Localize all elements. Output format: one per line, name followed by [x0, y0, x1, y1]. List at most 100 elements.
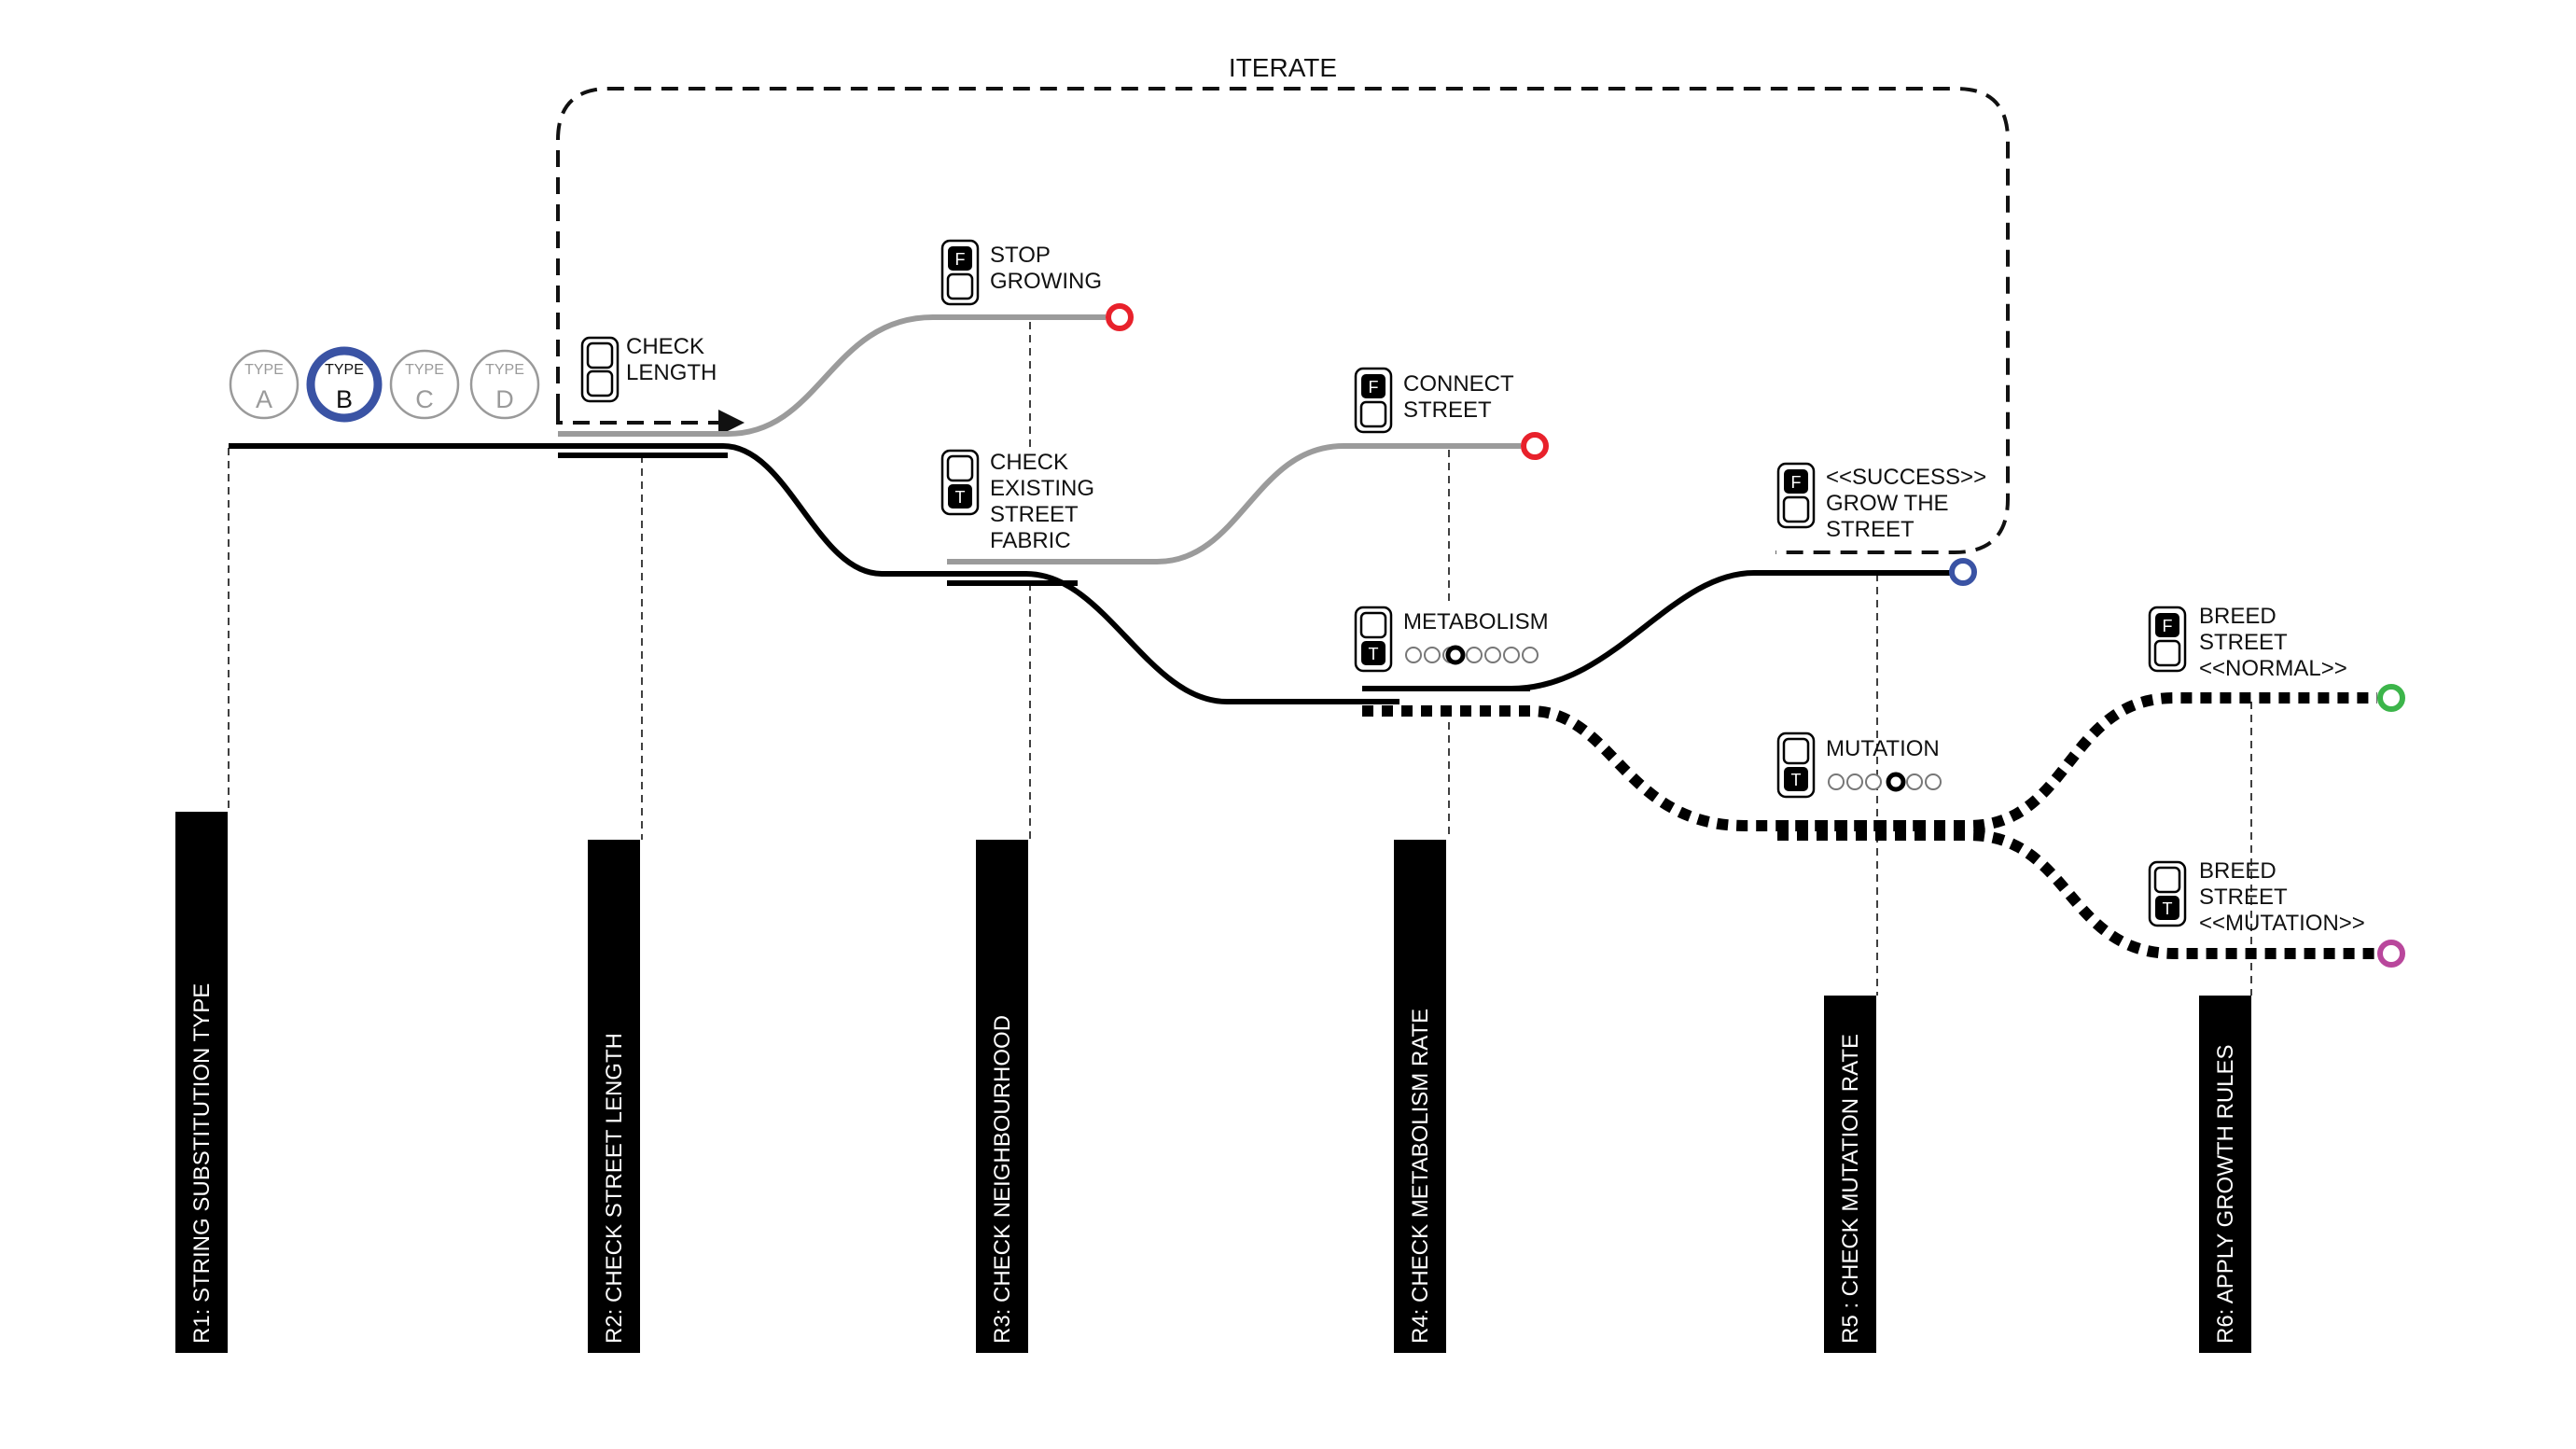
rule-column-r1: R1: STRING SUBSTITUTION TYPE [175, 812, 228, 1353]
iterate-loop-path [556, 87, 2010, 554]
breed-normal-end-marker [2377, 684, 2405, 712]
rate-dot [1828, 773, 1845, 790]
stop-growing-branch [558, 314, 1106, 437]
breed-normal-path [1777, 692, 2377, 831]
rate-dot [1503, 647, 1520, 663]
toggle-icon: T [2148, 860, 2187, 927]
rule-column-r5: R5 : CHECK MUTATION RATE [1824, 996, 1876, 1353]
breed-mutation-line-1: BREED [2199, 858, 2277, 884]
node-check-existing: T CHECK EXISTING STREET FABRIC [940, 449, 1094, 553]
type-c-caption: TYPE [405, 362, 444, 378]
node-metabolism: T METABOLISM [1354, 606, 1549, 673]
metabolism-rate-dots [1405, 645, 1539, 665]
success-line-3: STREET [1826, 517, 1915, 542]
rule-column-r5-label: R5 : CHECK MUTATION RATE [1838, 1034, 1863, 1344]
rate-dot [1906, 773, 1923, 790]
breed-mutation-line-3: <<MUTATION>> [2199, 911, 2365, 936]
stop-growing-line-2: GROWING [990, 269, 1102, 294]
rate-dot [1484, 647, 1501, 663]
toggle-f-label: F [1791, 473, 1802, 492]
rate-dot [1846, 773, 1863, 790]
rule-column-r2: R2: CHECK STREET LENGTH [588, 840, 640, 1353]
rule-column-r4-label: R4: CHECK METABOLISM RATE [1408, 1009, 1433, 1344]
type-button-c[interactable]: TYPE C [389, 349, 460, 420]
mutation-rate-dots [1828, 772, 1942, 792]
toggle-t-label: T [1791, 771, 1802, 789]
type-button-a[interactable]: TYPE A [229, 349, 299, 420]
rule-column-r2-label: R2: CHECK STREET LENGTH [602, 1033, 627, 1344]
rate-dot [1865, 773, 1882, 790]
check-existing-line-1: CHECK [990, 450, 1068, 475]
breed-normal-line-1: BREED [2199, 604, 2277, 629]
main-street-line [229, 443, 1399, 704]
type-a-caption: TYPE [244, 362, 284, 378]
success-line-2: GROW THE [1826, 491, 1949, 516]
type-button-d[interactable]: TYPE D [469, 349, 540, 420]
node-stop-growing: F STOP GROWING [940, 239, 1102, 306]
breed-mutation-path [1777, 829, 2377, 959]
toggle-f-label: F [1369, 378, 1379, 397]
toggle-icon: T [1354, 606, 1393, 673]
breed-mutation-end-marker [2377, 940, 2405, 968]
node-check-length: CHECK LENGTH [580, 334, 717, 403]
node-breed-mutation: T BREED STREET <<MUTATION>> [2148, 858, 2365, 936]
type-d-caption: TYPE [485, 362, 524, 378]
toggle-t-label: T [2163, 899, 2173, 918]
rate-dot-selected [1886, 772, 1906, 792]
rule-column-r6-label: R6: APPLY GROWTH RULES [2213, 1044, 2238, 1344]
type-button-b[interactable]: TYPE B [306, 346, 383, 423]
connect-street-line-2: STREET [1403, 397, 1492, 423]
iterate-arrow-line [556, 411, 718, 425]
rule-column-r1-label: R1: STRING SUBSTITUTION TYPE [189, 983, 215, 1344]
type-selector: TYPE A TYPE B TYPE C TYPE D [229, 346, 540, 423]
metabolism-label: METABOLISM [1403, 609, 1549, 634]
type-c-letter: C [415, 385, 434, 413]
success-end-marker [1949, 558, 1977, 586]
type-d-letter: D [495, 385, 514, 413]
stop-growing-line-1: STOP [990, 243, 1051, 268]
toggle-icon: T [940, 449, 980, 516]
guide-lines [228, 322, 2252, 996]
toggle-f-label: F [955, 250, 966, 269]
success-line-1: <<SUCCESS>> [1826, 465, 1986, 490]
rate-dot [1522, 647, 1539, 663]
toggle-t-label: T [955, 488, 966, 507]
success-line [1511, 570, 1957, 691]
connect-street-line-1: CONNECT [1403, 371, 1514, 397]
rate-dot [1405, 647, 1422, 663]
check-existing-line-4: FABRIC [990, 528, 1071, 553]
type-b-letter: B [336, 385, 353, 413]
rate-dot-selected [1445, 645, 1466, 665]
rule-column-r4: R4: CHECK METABOLISM RATE [1394, 840, 1446, 1353]
mutation-paths [1362, 692, 2377, 959]
toggle-icon: F [1354, 367, 1393, 434]
rate-dot [1424, 647, 1441, 663]
toggle-f-label: F [2163, 617, 2173, 635]
check-length-line-2: LENGTH [626, 360, 717, 385]
node-mutation: T MUTATION [1776, 731, 1942, 799]
type-a-letter: A [256, 385, 272, 413]
toggle-icon: T [1776, 731, 1816, 799]
connect-street-branch [947, 443, 1521, 564]
toggle-icon: F [2148, 606, 2187, 673]
stop-growing-end-marker [1106, 303, 1134, 331]
node-connect-street: F CONNECT STREET [1354, 367, 1514, 434]
toggle-icon: F [940, 239, 980, 306]
iterate-arrow-icon [718, 410, 745, 436]
node-success: F <<SUCCESS>> GROW THE STREET [1776, 462, 1986, 542]
breed-mutation-line-2: STREET [2199, 885, 2288, 910]
rule-columns: R1: STRING SUBSTITUTION TYPE R2: CHECK S… [175, 812, 2251, 1353]
end-markers [1106, 303, 2405, 968]
check-existing-line-3: STREET [990, 502, 1079, 527]
toggle-t-label: T [1369, 645, 1379, 663]
iterate-label: ITERATE [1229, 53, 1337, 82]
iterate-loop: ITERATE [556, 53, 2010, 554]
rule-column-r3: R3: CHECK NEIGHBOURHOOD [976, 840, 1028, 1353]
connect-street-end-marker [1521, 432, 1549, 460]
toggle-icon [580, 336, 620, 403]
type-b-caption: TYPE [325, 362, 364, 378]
mutation-label: MUTATION [1826, 736, 1940, 761]
mutation-main-path [1362, 705, 1917, 831]
rule-column-r6: R6: APPLY GROWTH RULES [2199, 996, 2251, 1353]
